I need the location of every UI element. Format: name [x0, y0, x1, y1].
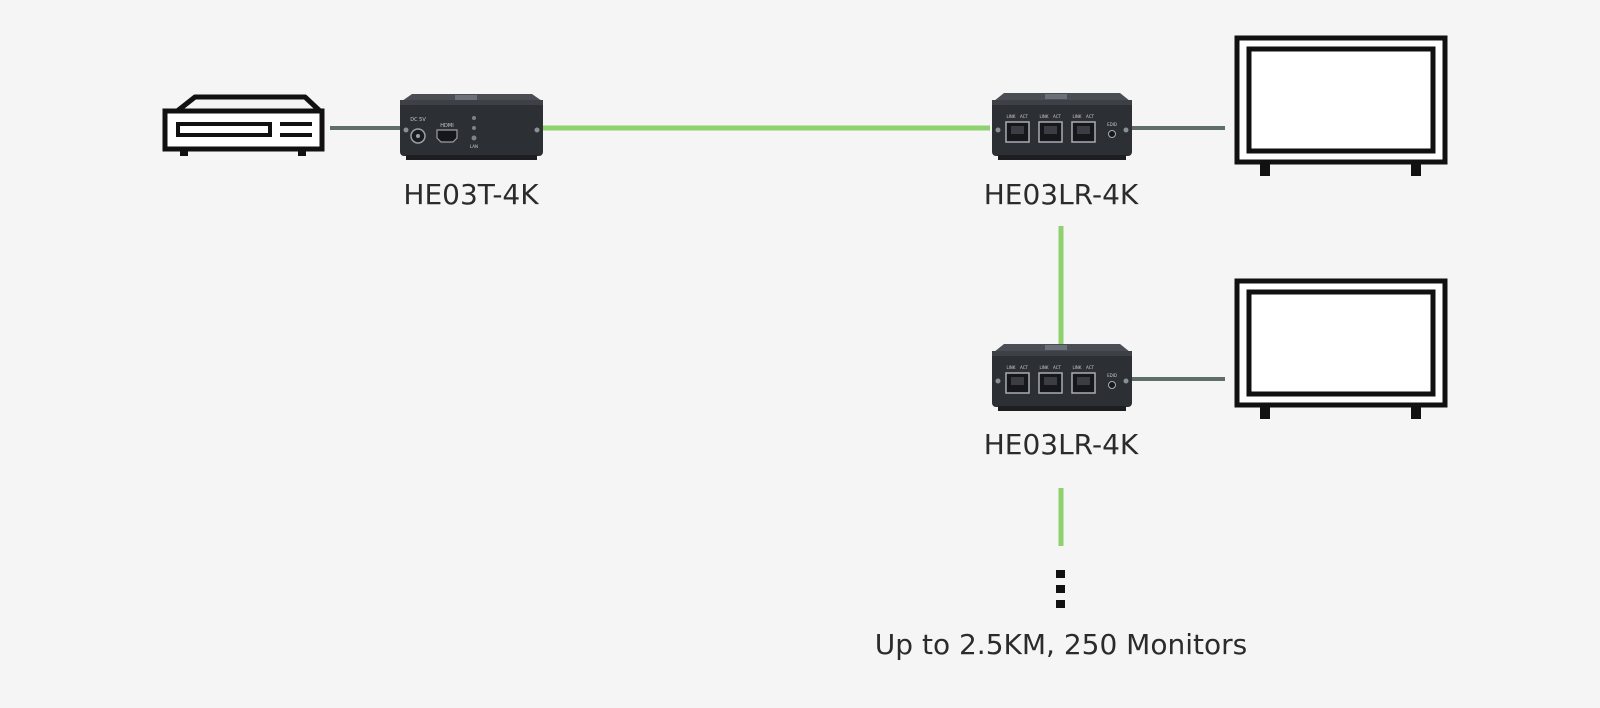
panel-label-act-3: ACT — [1086, 114, 1094, 119]
panel-label-link-1: LINK — [1006, 365, 1015, 370]
hdmi-transmitter-icon: DC 5V HDMI LAN — [400, 94, 543, 160]
panel-label-act-1: ACT — [1020, 365, 1028, 370]
panel-label-link-2: LINK — [1039, 114, 1048, 119]
panel-label-act-3: ACT — [1086, 365, 1094, 370]
panel-label-hdmi: HDMI — [440, 123, 453, 129]
media-player-icon — [162, 94, 325, 156]
panel-label-act-1: ACT — [1020, 114, 1028, 119]
panel-label-link-3: LINK — [1072, 114, 1081, 119]
hdbaset-receiver-icon: LINK ACT LINK ACT LINK ACT EDID — [992, 344, 1132, 411]
transmitter-label: HE03T-4K — [403, 178, 539, 211]
monitor-icon — [1234, 278, 1448, 419]
vertical-ellipsis-icon — [1056, 570, 1065, 608]
monitor-icon — [1234, 35, 1448, 176]
panel-label-act-2: ACT — [1053, 114, 1061, 119]
panel-label-link-3: LINK — [1072, 365, 1081, 370]
panel-label-act-2: ACT — [1053, 365, 1061, 370]
receiver-2-label: HE03LR-4K — [983, 428, 1139, 461]
panel-label-edid: EDID — [1107, 373, 1117, 378]
panel-label-link-1: LINK — [1006, 114, 1015, 119]
panel-label-lan: LAN — [470, 144, 478, 149]
hdbaset-receiver-icon: LINK ACT LINK ACT LINK ACT EDID — [992, 93, 1132, 160]
receiver-1-label: HE03LR-4K — [983, 178, 1139, 211]
panel-label-link-2: LINK — [1039, 365, 1048, 370]
cables — [330, 125, 1225, 546]
capacity-note: Up to 2.5KM, 250 Monitors — [874, 628, 1248, 661]
panel-label-edid: EDID — [1107, 122, 1117, 127]
panel-label-dc5v: DC 5V — [410, 117, 426, 123]
